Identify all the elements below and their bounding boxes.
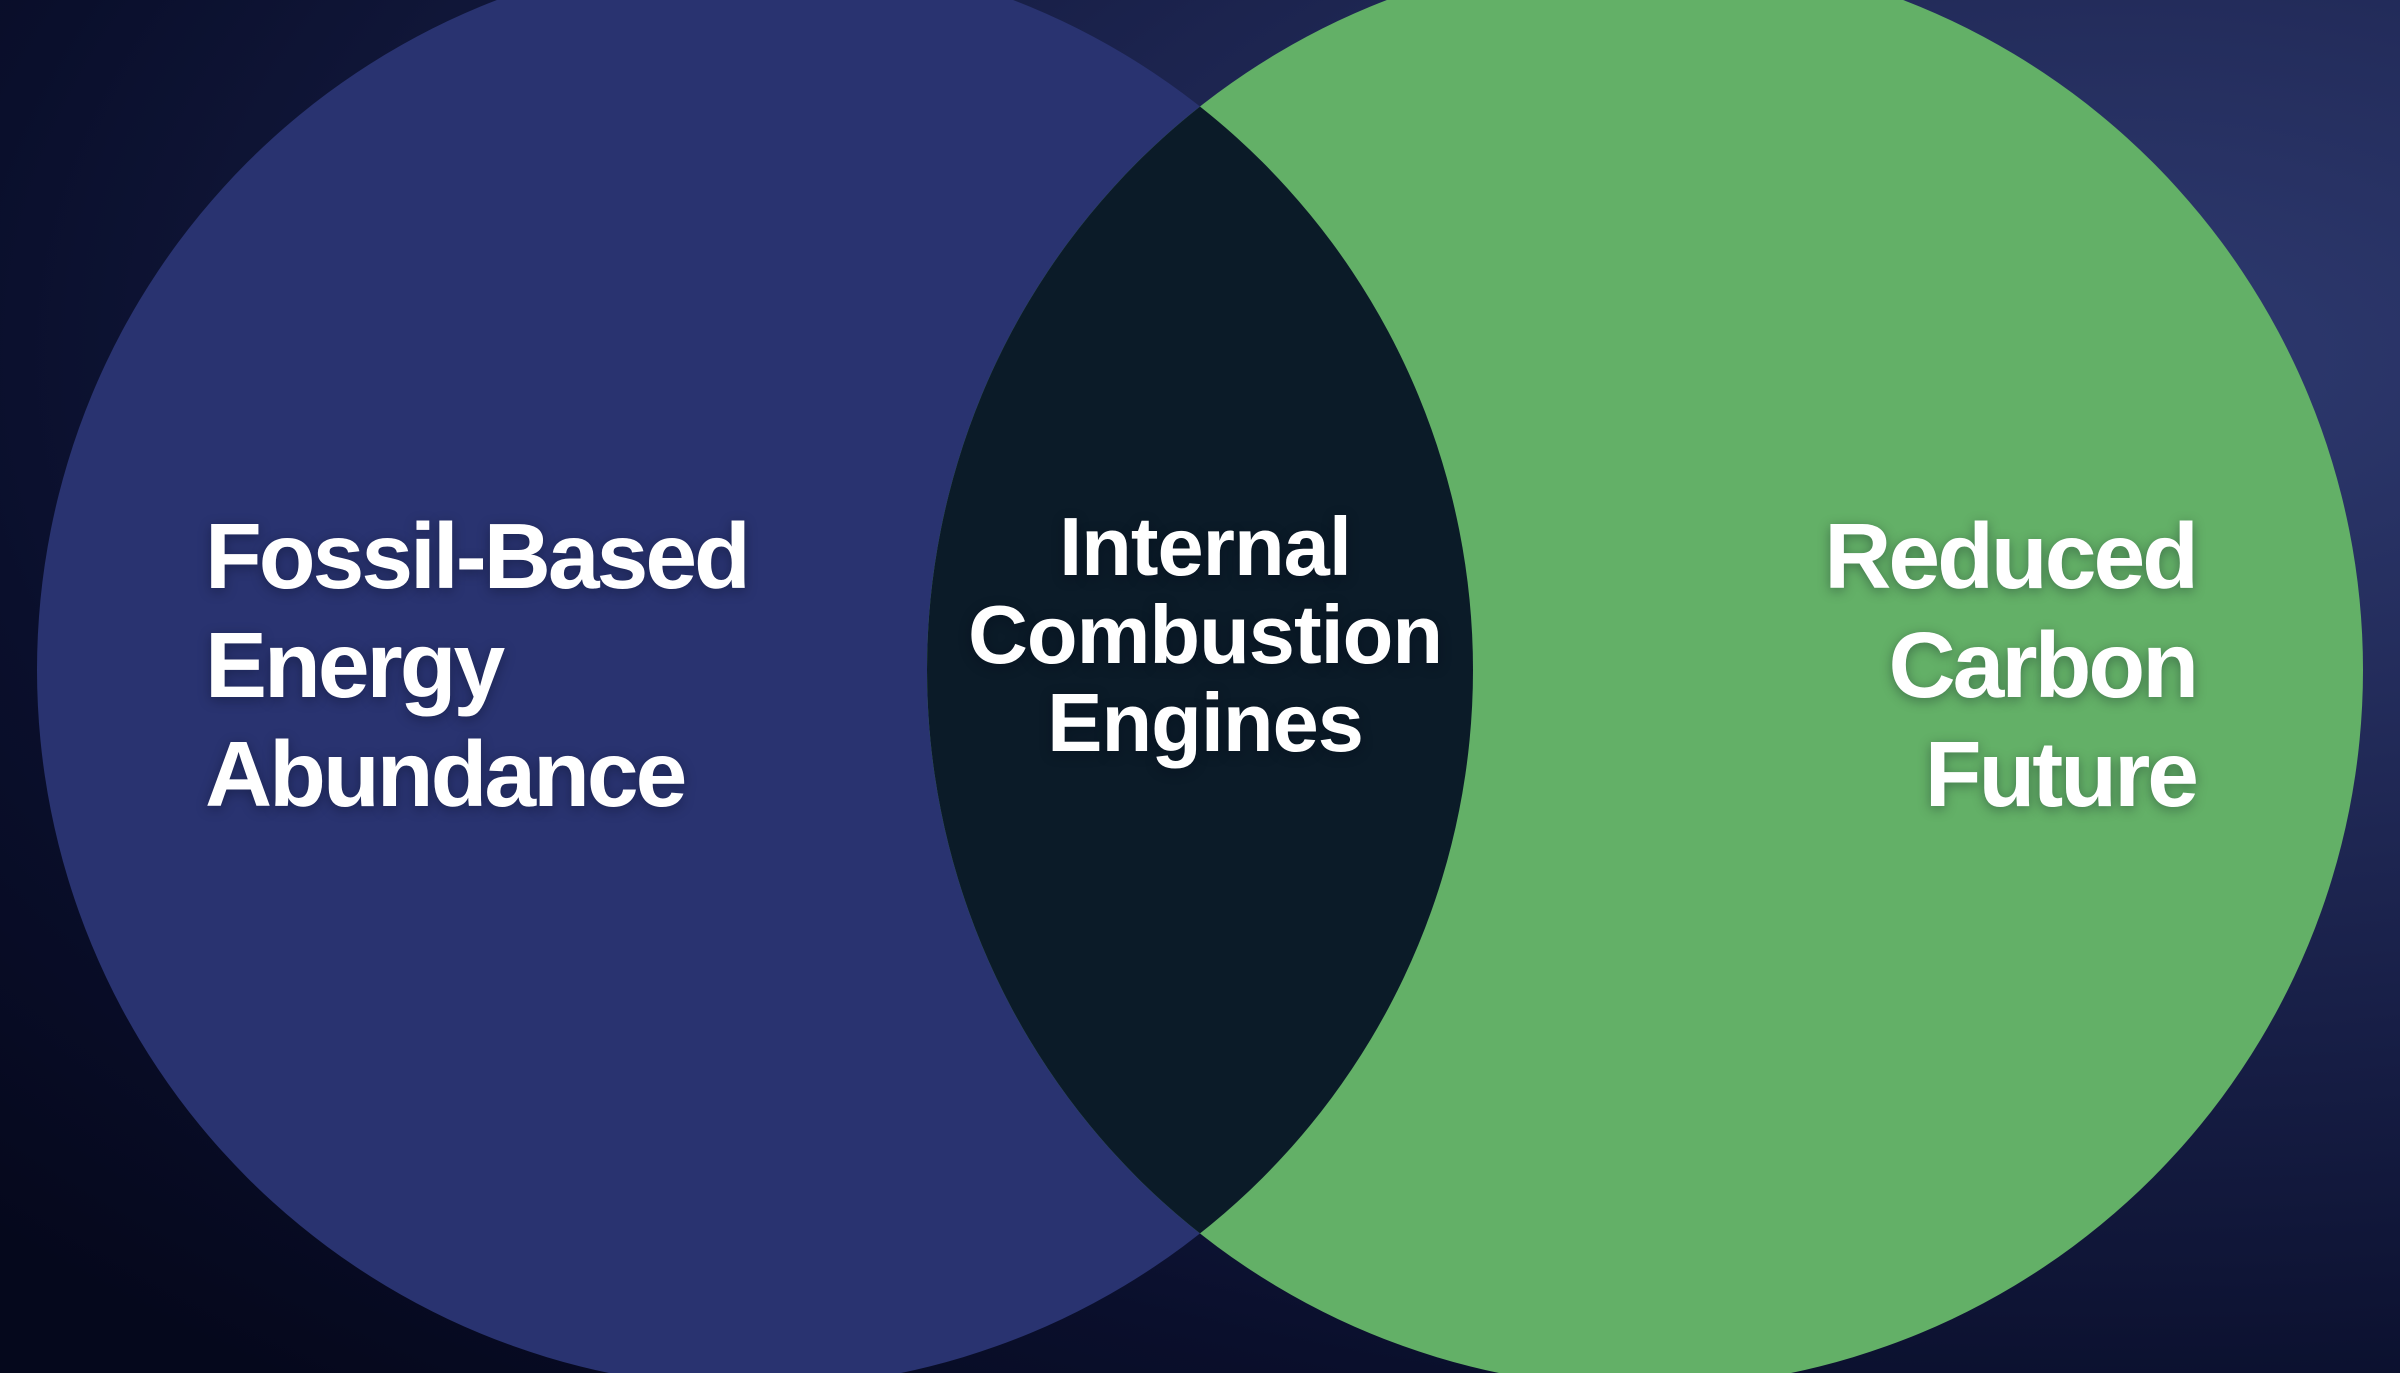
right-set-label-line-2: Carbon [1888, 613, 2199, 717]
intersection-label-line-2: Combustion [967, 588, 1443, 681]
left-set-label-line-3: Abundance [205, 722, 687, 826]
right-set-label: Reduced Carbon Future [1824, 502, 2199, 829]
intersection-lens [927, 0, 1473, 1373]
intersection-label-line-3: Engines [1047, 676, 1364, 769]
intersection-label: Internal Combustion Engines [905, 503, 1505, 767]
left-set-label-line-2: Energy [205, 613, 505, 717]
intersection-label-line-1: Internal [1059, 500, 1352, 593]
right-set-label-line-1: Reduced [1824, 504, 2199, 608]
right-set-label-line-3: Future [1924, 722, 2199, 826]
left-set-label: Fossil-Based Energy Abundance [205, 502, 751, 829]
left-set-label-line-1: Fossil-Based [205, 504, 751, 608]
